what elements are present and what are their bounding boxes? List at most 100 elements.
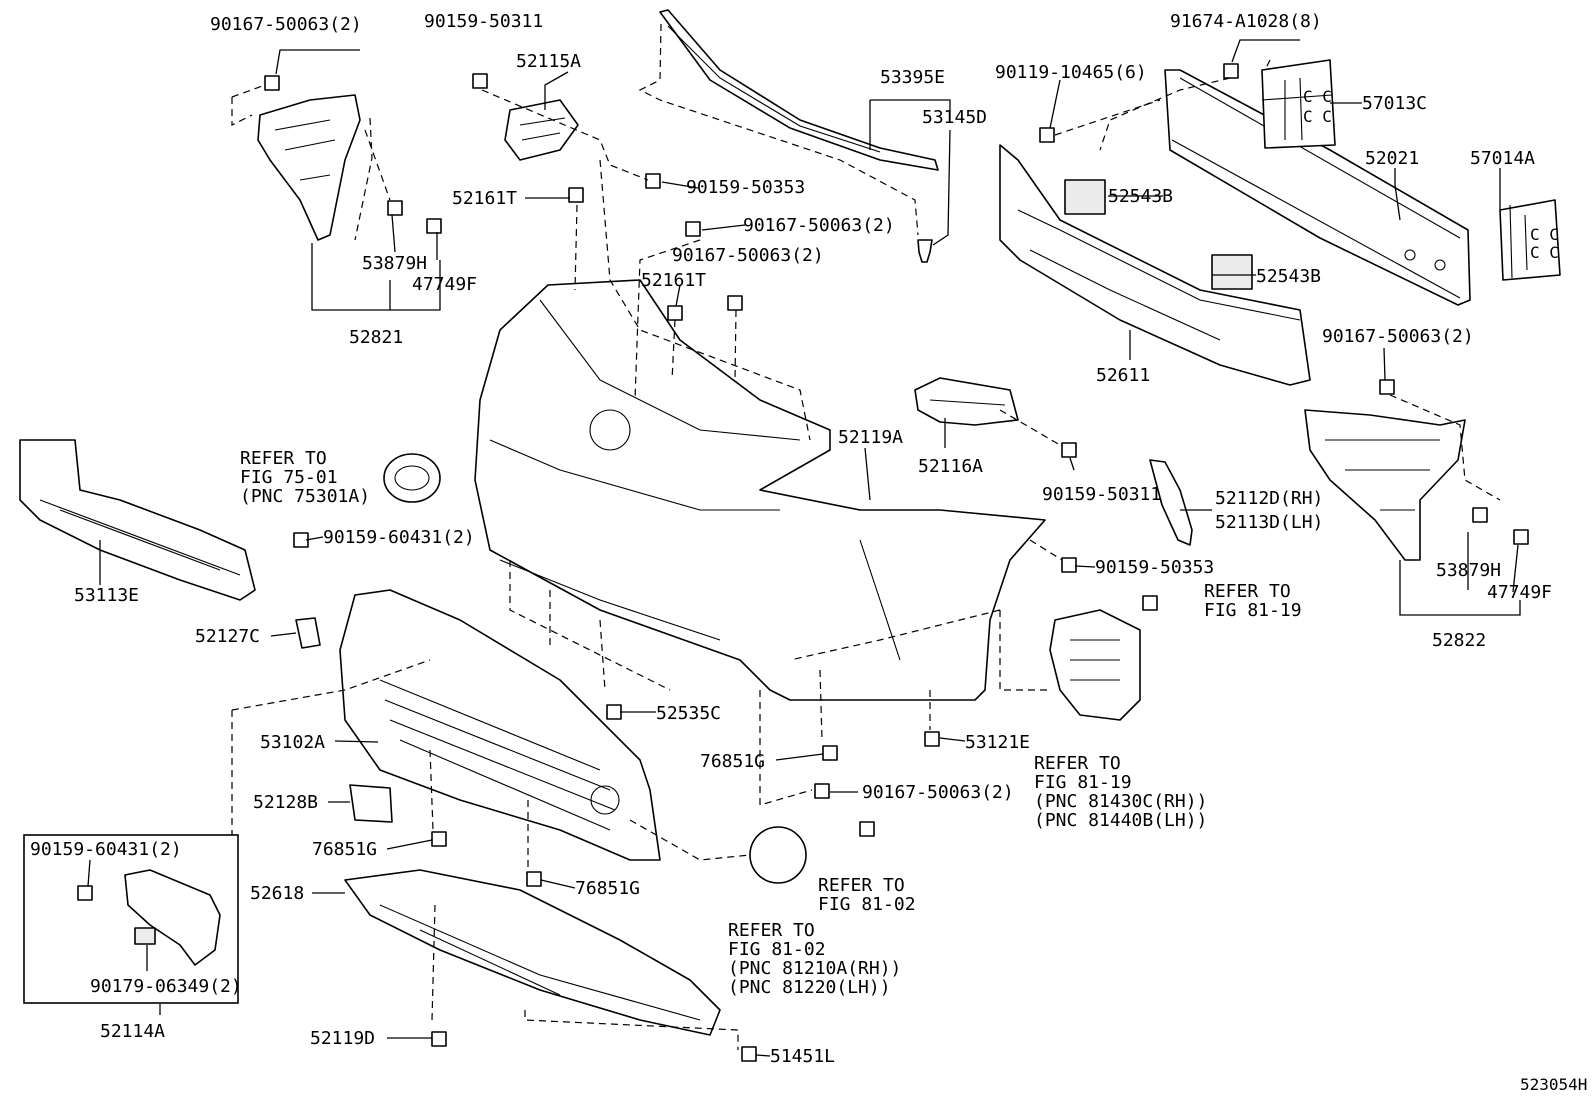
reference-line: REFER TO — [728, 920, 815, 941]
part-label-p52119D: 52119D — [310, 1028, 375, 1049]
energy-absorber — [999, 144, 1311, 386]
reference-line: FIG 81-02 — [818, 894, 916, 915]
part-label-p52611: 52611 — [1096, 365, 1150, 386]
reference-line: FIG 81-19 — [1034, 772, 1132, 793]
assembly-dash-lines — [231, 23, 1501, 1050]
part-label-p52535C: 52535C — [656, 703, 721, 724]
part-label-p91674-A1028: 91674-A1028(8) — [1170, 11, 1322, 32]
license-bracket — [124, 869, 221, 966]
part-label-p52113D: 52113D(LH) — [1215, 512, 1323, 533]
emblem — [383, 453, 441, 503]
lamp-bracket-right — [1049, 609, 1141, 721]
fog-lamp — [749, 826, 807, 884]
part-label-p90167-50063-2e: 90167-50063(2) — [862, 782, 1014, 803]
reference-line: FIG 75-01 — [240, 467, 338, 488]
part-label-p53879Ha: 53879H — [362, 253, 427, 274]
part-label-p90167-50063-2b: 90167-50063(2) — [743, 215, 895, 236]
part-label-p52618: 52618 — [250, 883, 304, 904]
part-label-p90159-50311b: 90159-50311 — [1042, 484, 1161, 505]
reference-line: (PNC 75301A) — [240, 486, 370, 507]
pad-52543b-upper — [1064, 179, 1106, 215]
svg-text:C C: C C — [1303, 107, 1332, 126]
part-labels: 90167-50063(2) 90159-50311 52115A 91674-A10… — [30, 11, 1552, 1067]
part-label-p52543Bb: 52543B — [1256, 266, 1321, 287]
lower-grille — [339, 589, 661, 861]
part-label-p90159-50353a: 90159-50353 — [686, 177, 805, 198]
part-label-p57014A: 57014A — [1470, 148, 1535, 169]
cover-52127c — [295, 617, 321, 649]
part-label-p52543Ba: 52543B — [1108, 186, 1173, 207]
part-label-p90167-50063-2c: 90167-50063(2) — [672, 245, 824, 266]
bumper-cover — [474, 279, 1046, 701]
part-label-p52127C: 52127C — [195, 626, 260, 647]
part-label-p52822: 52822 — [1432, 630, 1486, 651]
bracket-57014a: C C C C — [1499, 199, 1561, 281]
side-reflector — [1149, 459, 1193, 546]
part-label-p90179-06349: 90179-06349(2) — [90, 976, 242, 997]
under-cover-53113e — [19, 439, 256, 601]
part-label-p90159-60431b: 90159-60431(2) — [30, 839, 182, 860]
leader-lines — [87, 39, 1521, 1057]
part-label-p52115A: 52115A — [516, 51, 581, 72]
reference-line: FIG 81-02 — [728, 939, 826, 960]
part-label-p52021: 52021 — [1365, 148, 1419, 169]
part-label-p52128B: 52128B — [253, 792, 318, 813]
part-label-p57013C: 57013C — [1362, 93, 1427, 114]
part-label-p53102A: 53102A — [260, 732, 325, 753]
part-label-p53121E: 53121E — [965, 732, 1030, 753]
cover-52128b — [349, 784, 393, 823]
part-label-p76851Gb: 76851G — [312, 839, 377, 860]
reference-line: (PNC 81210A(RH)) — [728, 958, 901, 979]
part-label-p47749Fa: 47749F — [412, 274, 477, 295]
part-label-p53395E: 53395E — [880, 67, 945, 88]
part-label-p90167-50063-2d: 90167-50063(2) — [1322, 326, 1474, 347]
part-drawings: C C C C C C C C — [19, 9, 1561, 1062]
part-label-p52119A: 52119A — [838, 427, 903, 448]
part-label-p90159-50353b: 90159-50353 — [1095, 557, 1214, 578]
part-label-p52161Tb: 52161T — [641, 270, 706, 291]
part-label-p76851Ga: 76851G — [700, 751, 765, 772]
svg-text:C C: C C — [1530, 225, 1559, 244]
license-bracket-frame — [23, 834, 239, 1004]
part-label-p52114A: 52114A — [100, 1021, 165, 1042]
fasteners — [77, 63, 1529, 1062]
side-duct-right — [1304, 409, 1466, 561]
reference-line: (PNC 81220(LH)) — [728, 977, 891, 998]
clip-53145d — [917, 239, 933, 263]
part-label-p52116A: 52116A — [918, 456, 983, 477]
reference-line: REFER TO — [240, 448, 327, 469]
reference-line: REFER TO — [818, 875, 905, 896]
reference-line: REFER TO — [1034, 753, 1121, 774]
upper-molding-strip — [659, 9, 939, 171]
pad-52543b-lower — [1211, 254, 1253, 290]
part-label-p51451L: 51451L — [770, 1046, 835, 1067]
part-label-p53113E: 53113E — [74, 585, 139, 606]
reference-line: (PNC 81430C(RH)) — [1034, 791, 1207, 812]
bracket-52115a — [504, 99, 579, 161]
part-label-p90119-10465: 90119-10465(6) — [995, 62, 1147, 83]
part-label-p53879Hb: 53879H — [1436, 560, 1501, 581]
part-label-p90159-60431a: 90159-60431(2) — [323, 527, 475, 548]
bumper-reinforcement — [1164, 69, 1471, 306]
svg-text:C C: C C — [1530, 243, 1559, 262]
part-label-p90167-50063-2a: 90167-50063(2) — [210, 14, 362, 35]
engine-under-cover — [344, 869, 721, 1036]
part-label-p52112D: 52112D(RH) — [1215, 488, 1323, 509]
bracket-57013c: C C C C — [1261, 59, 1336, 149]
part-label-p52161Ta: 52161T — [452, 188, 517, 209]
part-label-p47749Fb: 47749F — [1487, 582, 1552, 603]
svg-text:C C: C C — [1303, 87, 1332, 106]
reference-line: (PNC 81440B(LH)) — [1034, 810, 1207, 831]
part-label-p53145D: 53145D — [922, 107, 987, 128]
bracket-52116a — [914, 377, 1019, 426]
side-duct-left — [257, 94, 361, 241]
part-label-p52821: 52821 — [349, 327, 403, 348]
part-label-p76851Gc: 76851G — [575, 878, 640, 899]
